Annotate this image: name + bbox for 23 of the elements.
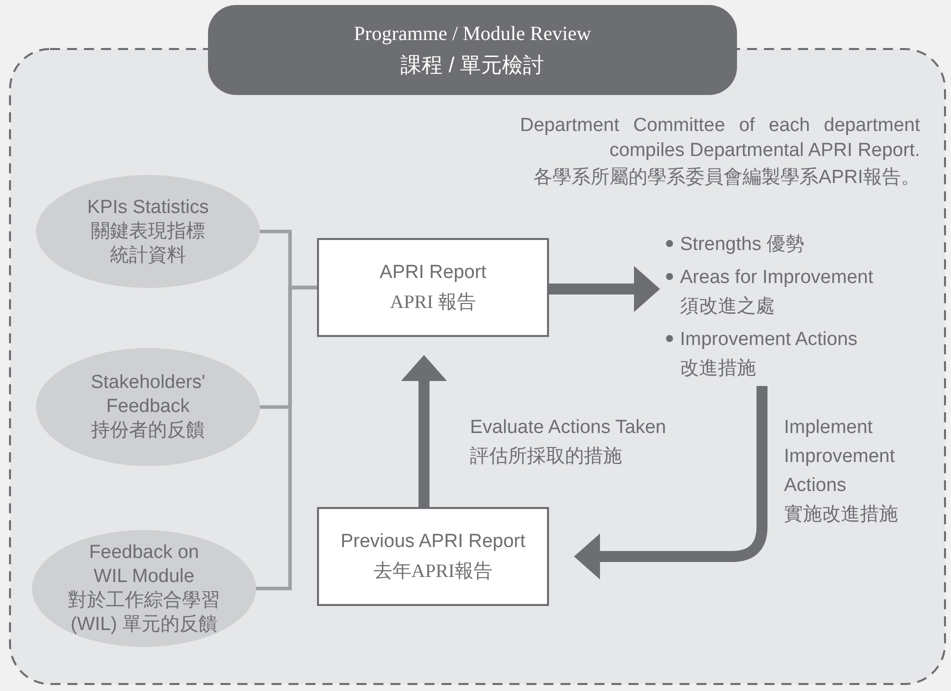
list-item: Strengths 優勢 xyxy=(680,233,806,257)
list-item: Improvement Actions 改進措施 xyxy=(680,328,858,381)
bracket-line xyxy=(256,286,317,590)
node-text: Previous APRI Report xyxy=(340,530,526,554)
list-item: Areas for Improvement 須改進之處 xyxy=(680,266,874,319)
node-text: 持份者的反饋 xyxy=(91,419,205,443)
arrow xyxy=(401,355,447,507)
node-text: Feedback on WIL Module xyxy=(88,540,200,588)
arrow xyxy=(574,386,768,580)
report-box xyxy=(317,507,549,606)
node-text: 去年APRI報告 xyxy=(373,560,493,584)
report-box xyxy=(317,238,549,337)
heading-text: Programme / Module Review xyxy=(354,22,592,47)
note-text: 各學系所屬的學系委員會編製學系APRI報告。 xyxy=(532,166,920,190)
heading-text: 課程 / 單元檢討 xyxy=(400,53,544,79)
node-text: 對於工作綜合學習(WIL) 單元的反饋 xyxy=(67,588,221,636)
node-text: Stakeholders' Feedback xyxy=(90,371,206,419)
note-text: Department Committee of each department compiles Departmental APRI Report. xyxy=(520,114,920,163)
arrow xyxy=(549,266,660,312)
node-text: KPIs Statistics xyxy=(87,196,209,220)
node-text: 關鍵表現指標統計資料 xyxy=(90,220,206,268)
node-text: APRI Report xyxy=(380,260,486,284)
node-text: APRI 報告 xyxy=(390,290,476,314)
